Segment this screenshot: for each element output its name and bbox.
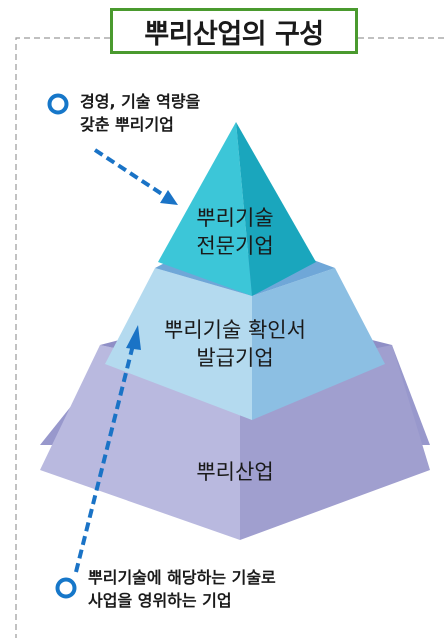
callout-top: 경영, 기술 역량을 갖춘 뿌리기업 [80,90,200,136]
tier-middle-line1: 뿌리기술 확인서 [164,318,306,342]
middle-tier-front [105,268,252,420]
callout-top-line2: 갖춘 뿌리기업 [80,115,174,134]
dashed-frame [15,37,448,638]
tier-top-label: 뿌리기술 전문기업 [160,204,310,260]
arrowhead-bottom-icon [126,325,141,350]
tier-top-line1: 뿌리기술 [196,206,274,230]
top-tier-front [158,122,252,296]
tier-bottom-label: 뿌리산업 [160,458,310,486]
arrowhead-top-icon [160,190,178,205]
callout-bullet-top [47,93,69,115]
tier-middle-label: 뿌리기술 확인서 발급기업 [120,316,350,372]
tier-bottom-line1: 뿌리산업 [196,460,274,484]
callout-bullet-bottom [55,577,77,599]
callout-bottom-line2: 사업을 영위하는 기업 [88,591,232,610]
diagram-title-text: 뿌리산업의 구성 [144,18,324,50]
callout-top-line1: 경영, 기술 역량을 [80,92,201,111]
callout-bottom: 뿌리기술에 해당하는 기술로 사업을 영위하는 기업 [88,566,276,612]
middle-tier-side [252,268,385,420]
callout-bottom-line1: 뿌리기술에 해당하는 기술로 [88,568,276,587]
tier-top-line2: 전문기업 [196,234,274,258]
arrow-bottom [74,344,135,573]
arrow-top [93,148,170,200]
diagram-title: 뿌리산업의 구성 [110,8,358,54]
top-tier-side [236,122,316,296]
tier-middle-line2: 발급기업 [196,346,274,370]
